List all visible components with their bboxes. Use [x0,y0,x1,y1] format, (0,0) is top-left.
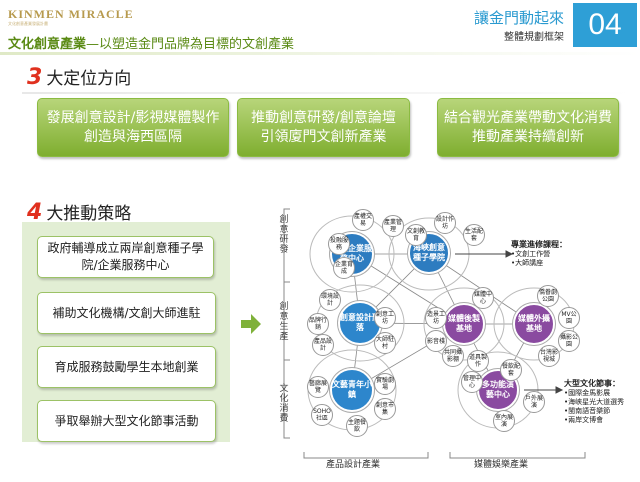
hub-youth-town: 文藝青年小鎮 [330,368,374,412]
hub-performing-arts-center: 多功能演藝中心 [477,369,519,411]
bottom-label-product-design: 產品設計產業 [326,460,381,470]
logo-text: KINMEN MIRACLE [8,7,134,21]
festival-note-item: •海峽星光大道選秀 [564,398,625,406]
satellite-node: 投融服務 [328,233,350,255]
section3-divider [22,92,630,94]
satellite-node: 台灣影視城 [538,345,560,367]
satellite-node: 媒體中心 [472,287,494,309]
festival-note-item: •閩南語音樂節 [564,407,611,415]
logo-subtext: 文化創意產業發展計畫 [8,21,48,26]
positioning-box-3: 結合觀光產業帶動文化消費推動產業持續創新 [437,98,619,157]
satellite-node: 戶外展演 [523,391,545,413]
hub-media-post-production: 媒體後製基地 [443,303,485,345]
satellite-node: 道具製作 [467,350,489,372]
satellite-node: 創意工坊 [374,307,396,329]
course-note: 專業進修課程： •文創工作營 •大師講座 [511,240,567,268]
positioning-box-1-line1: 發展創意設計/影視媒體製作 [46,109,220,126]
positioning-box-2-line2: 引領廈門文創新產業 [260,128,387,145]
arrow-right-icon [241,314,261,334]
festival-note: 大型文化節事： •國際金馬影展 •海峽星光大道選秀 •閩南語音樂節 •兩岸文博會 [564,379,624,425]
course-note-item: •文創工作營 [511,250,551,258]
positioning-box-2-line1: 推動創意研發/創意論壇 [251,109,396,126]
satellite-node: 創意市集 [374,398,396,420]
satellite-node: 室內展演 [493,410,515,432]
satellite-node: 大師駐村 [374,332,396,354]
section4-title: 大推動策略 [46,204,132,224]
satellite-node: 生活配套 [463,224,485,246]
satellite-node: MV公園 [558,307,580,329]
framework-label: 整體規劃框架 [504,32,564,43]
strategy-item-4: 爭取舉辦大型文化節事活動 [37,400,216,442]
page-number: 04 [573,3,637,47]
satellite-node: 產業管理 [382,215,404,237]
satellite-node: SOHO社區 [311,404,333,426]
positioning-box-1: 發展創意設計/影視媒體製作創造與海西區隔 [37,98,229,157]
satellite-node: 藝廊展覽 [307,376,329,398]
slogan: 讓金門動起來 [473,9,564,27]
hub-strait-seed-school: 海峽創意種子學院 [408,232,450,274]
satellite-node: 主題餐飲 [346,415,368,437]
section3-title: 大定位方向 [46,69,132,89]
festival-note-title: 大型文化節事： [564,379,620,388]
satellite-node: 產權交易 [352,209,374,231]
satellite-node: 企業育成 [333,257,355,279]
satellite-node: 產品設計 [312,334,334,356]
strategy-item-1: 政府輔導成立兩岸創意種子學院/企業服務中心 [37,236,214,278]
page-title-sub: —以塑造金門品牌為目標的文創產業 [86,37,295,52]
stage-label-research: 創意研發 [279,215,289,255]
festival-note-item: •兩岸文博會 [564,416,604,424]
satellite-node: 設計作坊 [434,212,456,234]
course-note-title: 專業進修課程： [511,240,567,249]
title-divider [0,52,640,55]
satellite-node: 造景工坊 [425,307,447,329]
satellite-node: 影音棧 [425,330,447,352]
positioning-box-3-line2: 推動產業持續創新 [472,128,584,145]
satellite-node: 文創教育 [405,224,427,246]
satellite-node: 管理中心 [461,371,483,393]
satellite-node: 僑眷劇公園 [537,285,559,307]
satellite-node: 攝影公園 [558,330,580,352]
satellite-node: 環境設計 [319,289,341,311]
strategy-item-3: 育成服務鼓勵學生本地創業 [37,346,216,388]
satellite-node: 實驗劇場 [374,373,396,395]
page-title-main: 文化創意產業 [8,37,87,52]
course-note-item: •大師講座 [511,259,544,267]
satellite-node: 餐飲配套 [500,359,522,381]
festival-note-item: •國際金馬影展 [564,389,611,397]
hub-media-filming-base: 媒體外攝基地 [513,303,555,345]
satellite-node: 品牌行銷 [307,313,329,335]
section3-number: 3 [27,65,43,90]
positioning-box-1-line2: 創造與海西區隔 [84,128,182,145]
positioning-box-2: 推動創意研發/創意論壇引領廈門文創新產業 [237,98,410,157]
positioning-box-3-line1: 結合觀光產業帶動文化消費 [444,109,612,126]
stage-label-consumption: 文化消費 [279,384,289,424]
section4-number: 4 [27,200,43,225]
strategy-item-2: 補助文化機構/文創大師進駐 [37,292,216,334]
satellite-node: 共同攝影棚 [442,345,464,367]
bottom-label-media-entertainment: 媒體娛樂產業 [474,460,529,470]
stage-label-production: 創意生產 [279,302,289,342]
page-title: 文化創意產業—以塑造金門品牌為目標的文創產業 [8,33,294,52]
